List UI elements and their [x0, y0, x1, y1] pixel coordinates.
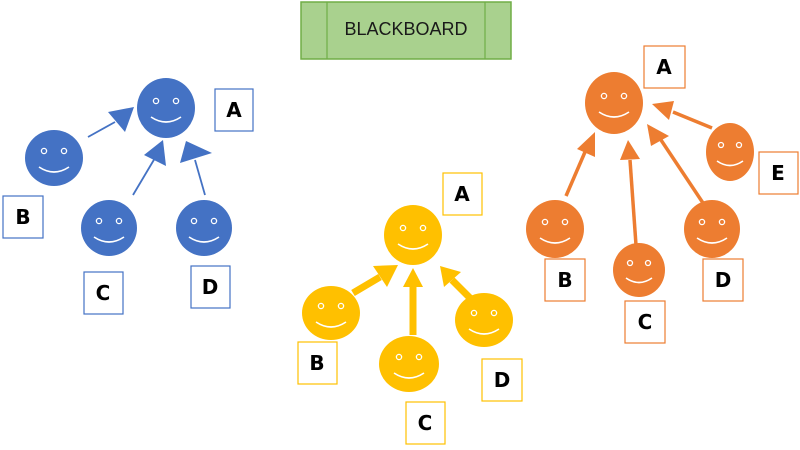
yellow-edge-B-A: [351, 273, 382, 297]
smiley-face-icon: [81, 200, 137, 256]
node-label: D: [715, 268, 732, 292]
blue-arrowhead-B-A: [108, 107, 134, 132]
orange-node-D: D: [684, 200, 744, 302]
orange-edge-D-A: [659, 139, 705, 204]
orange-edge-E-A: [672, 110, 713, 130]
node-label: C: [638, 310, 653, 334]
smiley-face-icon: [455, 293, 513, 347]
node-label: D: [494, 368, 511, 392]
smiley-face-icon: [25, 130, 83, 186]
orange-group: A B C D: [526, 45, 799, 344]
yellow-node-B: B: [297, 286, 360, 385]
yellow-edges: [351, 265, 473, 335]
blue-edge-B-A: [87, 121, 116, 138]
node-label: A: [454, 182, 470, 206]
smiley-face-icon: [526, 200, 584, 258]
yellow-arrowhead-D-A: [440, 266, 461, 287]
orange-arrowhead-D-A: [647, 124, 669, 146]
yellow-node-D: D: [455, 293, 523, 402]
yellow-node-A: A: [384, 172, 483, 265]
orange-node-E: E: [706, 123, 799, 195]
orange-edge-C-A: [628, 159, 638, 246]
node-label: C: [96, 281, 111, 305]
node-label: E: [771, 161, 785, 185]
smiley-face-icon: [176, 200, 232, 256]
orange-arrowhead-B-A: [577, 132, 595, 157]
orange-edges: [564, 101, 713, 246]
blue-group: A B C D: [2, 78, 254, 315]
blue-arrowhead-C-A: [144, 140, 166, 166]
blackboard-title: BLACKBOARD: [344, 19, 467, 39]
smiley-face-icon: [302, 286, 360, 340]
yellow-edge-D-A: [449, 277, 473, 301]
orange-arrowhead-C-A: [620, 140, 640, 160]
node-label: D: [202, 275, 219, 299]
smiley-face-icon: [684, 200, 740, 258]
blue-node-D: D: [176, 200, 232, 309]
smiley-face-icon: [137, 78, 195, 138]
blue-edge-C-A: [132, 157, 156, 196]
blue-node-B: B: [2, 130, 83, 239]
blue-arrowhead-D-A: [180, 141, 212, 163]
yellow-node-C: C: [379, 336, 446, 445]
orange-node-B: B: [526, 200, 586, 302]
node-label: B: [557, 268, 572, 292]
smiley-face-icon: [384, 205, 442, 265]
smiley-face-icon: [585, 72, 643, 134]
blue-node-A: A: [137, 78, 254, 138]
orange-node-C: C: [613, 243, 666, 344]
orange-node-A: A: [585, 45, 686, 134]
yellow-arrowhead-B-A: [373, 265, 398, 287]
yellow-arrowhead-C-A: [403, 268, 423, 287]
orange-arrowhead-E-A: [652, 101, 674, 120]
node-label: B: [15, 205, 30, 229]
blue-edges: [87, 107, 212, 196]
orange-edge-B-A: [564, 151, 587, 197]
blackboard-title-box: BLACKBOARD: [300, 1, 512, 60]
yellow-group: A B C D: [297, 172, 523, 445]
node-label: A: [226, 98, 242, 122]
smiley-face-icon: [706, 123, 754, 181]
node-label: A: [656, 55, 672, 79]
node-label: B: [309, 351, 324, 375]
smiley-face-icon: [613, 243, 665, 297]
node-label: C: [418, 411, 433, 435]
smiley-face-icon: [379, 336, 439, 392]
blue-edge-D-A: [194, 159, 206, 196]
blue-node-C: C: [81, 200, 137, 315]
